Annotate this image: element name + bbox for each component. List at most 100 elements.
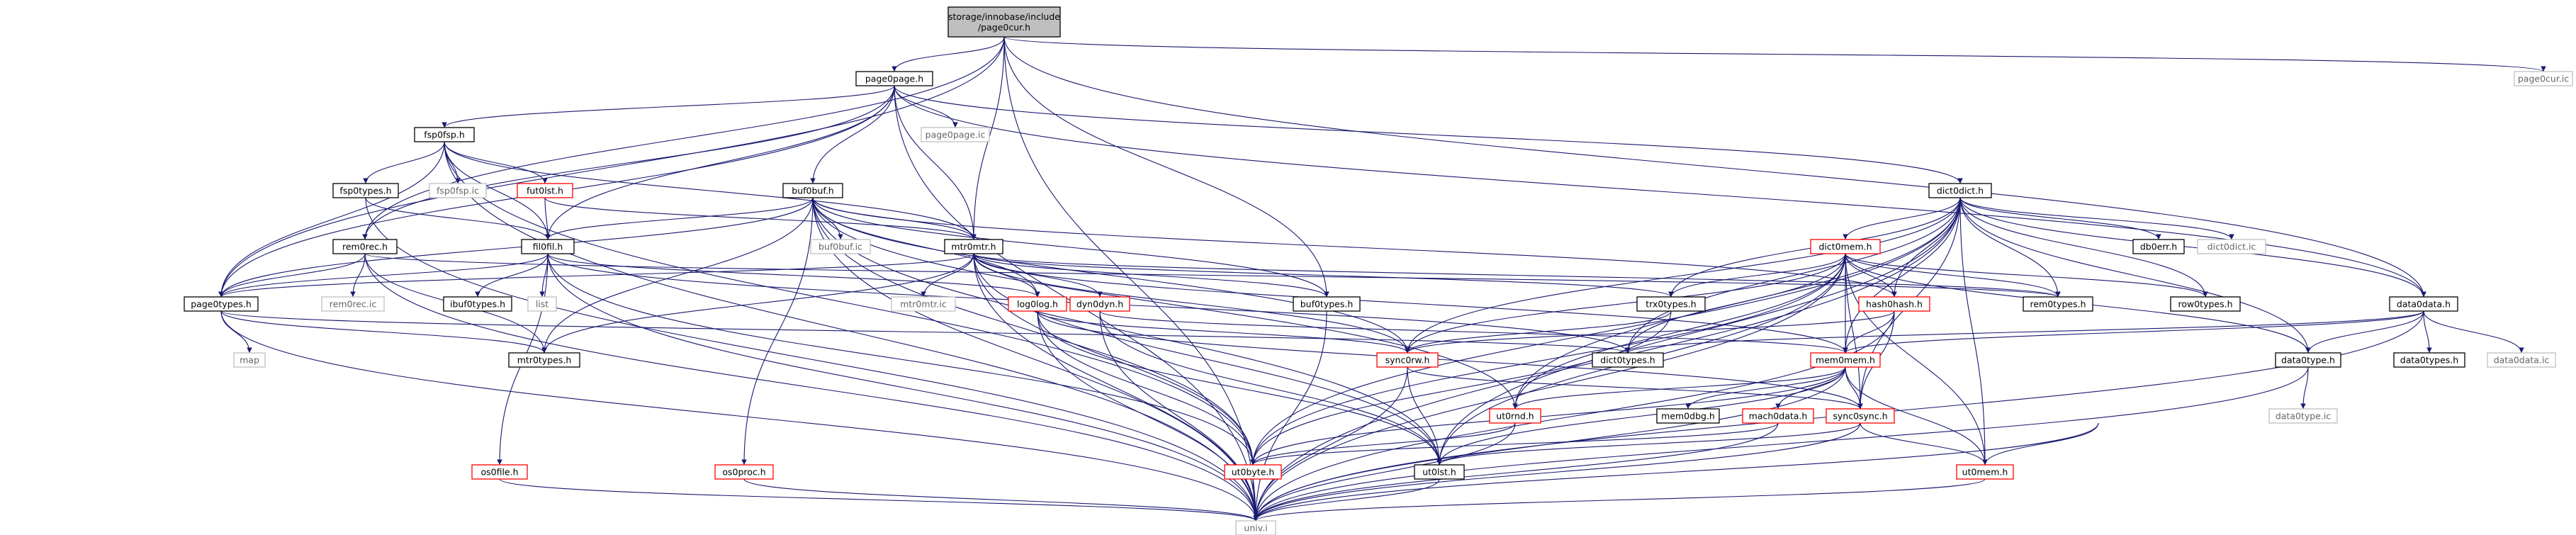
node-data0data-h[interactable]: data0data.h	[2389, 296, 2458, 312]
node-mem0dbg-h[interactable]: mem0dbg.h	[1656, 408, 1720, 424]
edge-dyn0dyn-h-to-ut0lst-h	[1099, 310, 1442, 466]
node-mtr0types-h[interactable]: mtr0types.h	[508, 352, 580, 368]
node-label: fsp0fsp.h	[424, 130, 465, 140]
node-log0log-h[interactable]: log0log.h	[1008, 296, 1067, 312]
node-label: fsp0types.h	[339, 186, 391, 196]
node-box	[517, 183, 573, 198]
node-sync0sync-h[interactable]: sync0sync.h	[1826, 408, 1895, 424]
node-label: row0types.h	[2178, 299, 2232, 310]
node-db0err-h[interactable]: db0err.h	[2132, 239, 2185, 254]
edge-dyn0dyn-h-to-univ-i	[1099, 310, 1259, 522]
node-ut0lst-h[interactable]: ut0lst.h	[1414, 464, 1465, 480]
node-box	[508, 352, 580, 368]
node-hash0hash-h[interactable]: hash0hash.h	[1858, 296, 1930, 312]
node-trx0types-h[interactable]: trx0types.h	[1636, 296, 1706, 312]
node-dict0dict-h[interactable]: dict0dict.h	[1928, 183, 1992, 198]
node-label: log0log.h	[1017, 299, 1058, 310]
edge-dict0dict-h-to-ut0byte-h	[1250, 197, 1961, 466]
node-ut0rnd-h[interactable]: ut0rnd.h	[1489, 408, 1541, 424]
node-box	[921, 127, 990, 142]
node-dict0types-h[interactable]: dict0types.h	[1592, 352, 1664, 368]
node-os0file-h[interactable]: os0file.h	[471, 464, 528, 480]
node-ut0mem-h[interactable]: ut0mem.h	[1956, 464, 2014, 480]
node-rem0rec-h[interactable]: rem0rec.h	[332, 239, 398, 254]
node-dyn0dyn-h[interactable]: dyn0dyn.h	[1069, 296, 1130, 312]
edge-dyn0dyn-h-to-mem0mem-h	[1099, 310, 1848, 354]
node-label: db0err.h	[2140, 242, 2177, 252]
node-mach0data-h[interactable]: mach0data.h	[1742, 408, 1814, 424]
edge-data0type-h-to-data0type-ic	[2300, 366, 2309, 410]
edge-fsp0fsp-h-to-fil0fil-h	[444, 141, 551, 240]
edge-rem0rec-h-to-page0types-h	[218, 253, 366, 298]
edge-data0data-h-to-mem0mem-h	[1843, 310, 2424, 354]
node-label: os0proc.h	[722, 467, 765, 478]
node-data0types-h[interactable]: data0types.h	[2393, 352, 2465, 368]
node-data0data-ic: data0data.ic	[2487, 352, 2556, 368]
node-ut0byte-h[interactable]: ut0byte.h	[1224, 464, 1282, 480]
edge-dict0dict-h-to-data0data-h	[1959, 197, 2426, 298]
node-box	[1414, 464, 1465, 480]
edge-fut0lst-h-to-mtr0mtr-h	[544, 197, 977, 240]
node-page0page-h[interactable]: page0page.h	[855, 71, 933, 86]
node-fsp0types-h[interactable]: fsp0types.h	[332, 183, 399, 198]
node-ibuf0types-h[interactable]: ibuf0types.h	[443, 296, 512, 312]
node-fut0lst-h[interactable]: fut0lst.h	[517, 183, 573, 198]
edge-log0log-h-to-sync0sync-h	[1037, 310, 1863, 410]
edge-fsp0fsp-h-to-univ-i	[444, 141, 1259, 522]
node-dict0mem-h[interactable]: dict0mem.h	[1810, 239, 1881, 254]
edge-fsp0types-h-to-univ-i	[365, 197, 1259, 522]
edge-fil0fil-h-to-ut0byte-h	[547, 253, 1256, 466]
node-label: map	[240, 355, 259, 366]
edge-mem0mem-h-to-ut0mem-h	[1845, 366, 1988, 466]
node-mem0mem-h[interactable]: mem0mem.h	[1810, 352, 1881, 368]
node-label: rem0types.h	[2030, 299, 2086, 310]
edge-dict0mem-h-to-dict0types-h	[1625, 253, 1846, 354]
node-mtr0mtr-ic: mtr0mtr.ic	[891, 296, 956, 312]
node-label: mtr0mtr.h	[951, 242, 996, 252]
edge-dict0dict-h-to-ut0lst-h	[1436, 197, 1961, 466]
edge-page0types-h-to-map	[220, 310, 252, 354]
edge-page0page-h-to-fsp0fsp-h	[441, 85, 895, 128]
node-label: fsp0fsp.ic	[437, 186, 479, 196]
node-data0type-h[interactable]: data0type.h	[2275, 352, 2341, 368]
edge-mem0mem-h-to-sync0sync-h	[1845, 366, 1863, 410]
node-label: mtr0mtr.ic	[900, 299, 947, 310]
node-label: /page0cur.h	[978, 22, 1030, 33]
node-label: ibuf0types.h	[450, 299, 505, 310]
node-univ-i: univ.i	[1235, 520, 1276, 535]
edge-page0cur-h-to-page0types-h	[218, 36, 1005, 298]
node-sync0rw-h[interactable]: sync0rw.h	[1376, 352, 1439, 368]
edge-hash0hash-h-to-sync0rw-h	[1405, 310, 1895, 354]
node-fil0fil-h[interactable]: fil0fil.h	[521, 239, 575, 254]
node-mtr0mtr-h[interactable]: mtr0mtr.h	[944, 239, 1003, 254]
node-page0types-h[interactable]: page0types.h	[184, 296, 259, 312]
edge-page0page-h-to-buf0buf-h	[810, 85, 895, 184]
edge-os0file-h-to-univ-i	[499, 478, 1259, 522]
edge-fsp0fsp-h-to-ut0byte-h	[444, 141, 1256, 466]
node-os0proc-h[interactable]: os0proc.h	[714, 464, 774, 480]
edge-dict0dict-h-to-dict0types-h	[1625, 197, 1961, 354]
node-buf0types-h[interactable]: buf0types.h	[1293, 296, 1361, 312]
node-box	[184, 296, 259, 312]
edge-mem0mem-h-to-univ-i	[1253, 366, 1846, 522]
edge-page0cur-h-to-buf0types-h	[1003, 36, 1329, 298]
edge-dict0mem-h-to-ut0mem-h	[1845, 253, 1988, 466]
node-fsp0fsp-h[interactable]: fsp0fsp.h	[414, 127, 475, 142]
node-page0cur-ic: page0cur.ic	[2514, 71, 2573, 86]
edge-ut0dbg-h-to-ut0mem-h	[1982, 422, 2099, 466]
edge-mem0mem-h-to-mem0dbg-h	[1685, 366, 1846, 410]
node-row0types-h[interactable]: row0types.h	[2170, 296, 2241, 312]
node-rem0types-h[interactable]: rem0types.h	[2023, 296, 2093, 312]
edge-dict0dict-h-to-sync0rw-h	[1405, 197, 1961, 354]
node-box	[891, 296, 956, 312]
edge-dict0dict-h-to-rem0types-h	[1959, 197, 2061, 298]
node-rem0rec-ic: rem0rec.ic	[321, 296, 385, 312]
node-box	[2487, 352, 2556, 368]
node-label: sync0sync.h	[1833, 411, 1887, 422]
node-label: trx0types.h	[1646, 299, 1696, 310]
node-label: dict0types.h	[1600, 355, 1655, 366]
node-buf0buf-h[interactable]: buf0buf.h	[782, 183, 843, 198]
edge-mtr0mtr-h-to-sync0rw-h	[973, 253, 1410, 354]
node-box	[2514, 71, 2573, 86]
edge-buf0buf-h-to-mtr0types-h	[541, 197, 814, 354]
